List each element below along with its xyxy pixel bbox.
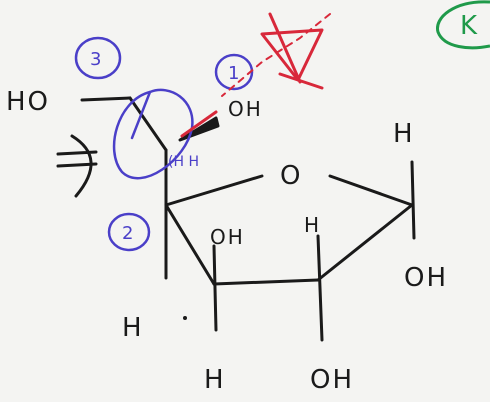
bond-wedge-oh (178, 116, 220, 142)
label-o-ring: O (280, 161, 302, 191)
bond-lines (56, 96, 416, 342)
label-oh-c1: OH (228, 97, 263, 121)
circled-number-1: 1 (228, 63, 239, 84)
circle-1 (214, 53, 254, 91)
dot-mark (183, 316, 187, 320)
label-h-ring: H (304, 213, 321, 237)
blue-loop-tail (130, 90, 152, 140)
blue-annotations (74, 36, 254, 252)
blue-h-mark: (H H (168, 154, 199, 170)
label-ho-left: HO (6, 87, 50, 117)
bond-c5-ring-o (164, 174, 264, 207)
bond-ho-ch2 (80, 96, 132, 102)
green-letter: K (460, 11, 478, 41)
bond-c2-vertical (316, 234, 324, 342)
bond-c1-vertical (410, 160, 416, 240)
circle-2 (107, 212, 151, 252)
red-triangle (260, 28, 324, 82)
bond-ch2-c5 (128, 96, 168, 152)
green-annotation: K (436, 0, 490, 50)
red-annotations (180, 12, 331, 138)
label-h-top-right: H (393, 119, 415, 149)
label-h-left-low: H (122, 313, 144, 343)
red-dashed-line (221, 13, 331, 97)
red-cross-a (268, 12, 302, 84)
circle-3 (74, 36, 122, 80)
bond-c1-c2 (316, 203, 414, 282)
label-oh-bottom: OH (310, 365, 354, 395)
bond-c2-c3 (212, 278, 320, 286)
red-cross-b (278, 72, 324, 90)
label-oh-ring: OH (210, 225, 245, 249)
implies-arrow (56, 134, 98, 198)
green-circle-arc (436, 0, 490, 50)
circled-number-2: 2 (122, 223, 133, 244)
bond-c3-c4 (164, 203, 216, 286)
red-wedge-mark (180, 110, 218, 138)
bond-ring-o-c1 (328, 174, 414, 207)
bond-c3-vertical (212, 244, 218, 332)
label-oh-right: OH (404, 263, 448, 293)
label-h-bottom: H (204, 365, 226, 395)
blue-loop (112, 88, 194, 180)
circled-number-3: 3 (90, 49, 101, 70)
